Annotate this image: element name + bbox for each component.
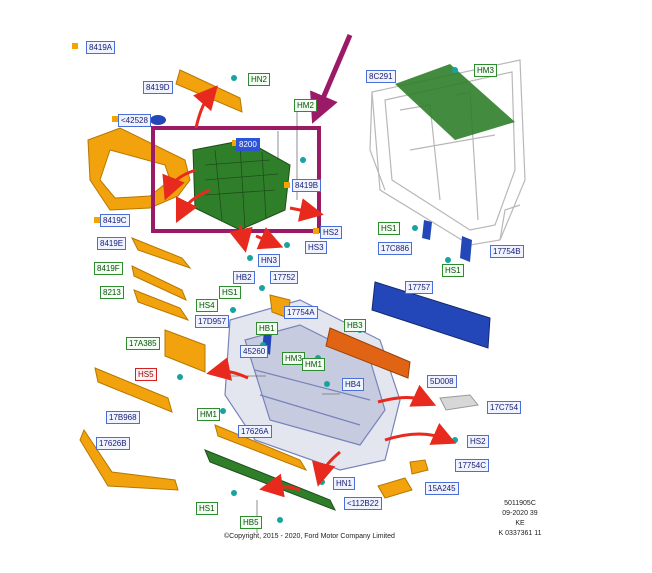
- label-8419D[interactable]: 8419D: [143, 81, 173, 94]
- radiator-grille: [192, 139, 291, 231]
- label-HB4[interactable]: HB4: [342, 378, 364, 391]
- label-HS3[interactable]: HS3: [305, 241, 327, 254]
- ref-line-2: 09-2020 39: [502, 510, 538, 517]
- label-8C291[interactable]: 8C291: [366, 70, 396, 83]
- label-17A385[interactable]: 17A385: [126, 337, 160, 350]
- fog-lamp-bezel: [377, 477, 413, 499]
- indicator-8419A: [72, 43, 78, 49]
- side-trim-17C754: [439, 394, 479, 411]
- label-HN2[interactable]: HN2: [248, 73, 271, 86]
- bumper-reinforcement: [371, 281, 491, 349]
- label-HN3[interactable]: HN3: [258, 254, 281, 267]
- label-HS2-top[interactable]: HS2: [320, 226, 342, 239]
- label-HS1-c[interactable]: HS1: [219, 286, 241, 299]
- label-15A245[interactable]: 15A245: [425, 482, 459, 495]
- copyright-notice: ©Copyright, 2015 - 2020, Ford Motor Comp…: [224, 533, 395, 540]
- bracket-17C886: [422, 220, 432, 240]
- label-17D957[interactable]: 17D957: [195, 315, 230, 328]
- emblem-badge: [150, 115, 166, 125]
- label-112B22[interactable]: <112B22: [344, 497, 382, 510]
- label-17C754[interactable]: 17C754: [487, 401, 522, 414]
- energy-absorber: [325, 327, 411, 379]
- label-5D008[interactable]: 5D008: [427, 375, 457, 388]
- ref-line-4: K 0337361 11: [498, 530, 542, 537]
- grille-surround: [87, 127, 191, 211]
- ref-line-1: 5011905C: [504, 500, 536, 507]
- indicator-HS2: [313, 228, 319, 234]
- label-8213[interactable]: 8213: [100, 286, 124, 299]
- label-8419C[interactable]: 8419C: [100, 214, 130, 227]
- label-8200[interactable]: 8200: [236, 138, 260, 151]
- label-8419E[interactable]: 8419E: [97, 237, 127, 250]
- label-17626B[interactable]: 17626B: [96, 437, 130, 450]
- label-HN1[interactable]: HN1: [333, 477, 356, 490]
- label-HB3[interactable]: HB3: [344, 319, 366, 332]
- label-HM1-low[interactable]: HM1: [197, 408, 220, 421]
- lower-trim-17626A: [214, 424, 308, 471]
- label-HM2[interactable]: HM2: [294, 99, 317, 112]
- indicator-42528: [112, 116, 118, 122]
- upper-radiator-shield: [395, 64, 515, 140]
- label-17754A[interactable]: 17754A: [284, 306, 318, 319]
- indicator-8200: [232, 140, 238, 146]
- label-HS2-low[interactable]: HS2: [467, 435, 489, 448]
- label-45260[interactable]: 45260: [240, 345, 269, 358]
- grille-bar-f: [131, 265, 187, 301]
- label-HM1-mid[interactable]: HM1: [302, 358, 325, 371]
- label-HM3-top[interactable]: HM3: [474, 64, 497, 77]
- callout-arrow: [310, 34, 353, 124]
- label-HS1-b[interactable]: HS1: [442, 264, 464, 277]
- label-HS1-right[interactable]: HS1: [378, 222, 400, 235]
- label-8419A[interactable]: 8419A: [86, 41, 116, 54]
- label-HS1-low[interactable]: HS1: [196, 502, 218, 515]
- label-17754C[interactable]: 17754C: [455, 459, 490, 472]
- bracket-17754C: [409, 459, 429, 475]
- label-17C886[interactable]: 17C886: [378, 242, 413, 255]
- label-17752[interactable]: 17752: [270, 271, 299, 284]
- license-plate-bracket: [164, 329, 206, 373]
- label-8419F[interactable]: 8419F: [94, 262, 123, 275]
- label-17626A[interactable]: 17626A: [238, 425, 272, 438]
- indicator-8419C: [94, 217, 100, 223]
- indicator-8419B: [284, 182, 290, 188]
- lower-trim-17626B: [79, 428, 179, 491]
- label-8419B[interactable]: 8419B: [292, 179, 322, 192]
- grille-bar-e: [130, 237, 192, 270]
- label-HS5[interactable]: HS5: [135, 368, 157, 381]
- grille-bar-8213: [133, 289, 190, 321]
- label-42528[interactable]: <42528: [118, 114, 151, 127]
- lower-trim-17B968: [94, 367, 173, 413]
- bracket-17754B: [460, 236, 472, 262]
- ref-line-3: KE: [515, 520, 525, 527]
- label-HB5[interactable]: HB5: [240, 516, 262, 529]
- label-17B968[interactable]: 17B968: [106, 411, 140, 424]
- assembly-arrows: [162, 85, 457, 498]
- label-17757[interactable]: 17757: [405, 281, 434, 294]
- label-17754B[interactable]: 17754B: [490, 245, 524, 258]
- label-HB2[interactable]: HB2: [233, 271, 255, 284]
- label-HB1[interactable]: HB1: [256, 322, 278, 335]
- label-HS4[interactable]: HS4: [196, 299, 218, 312]
